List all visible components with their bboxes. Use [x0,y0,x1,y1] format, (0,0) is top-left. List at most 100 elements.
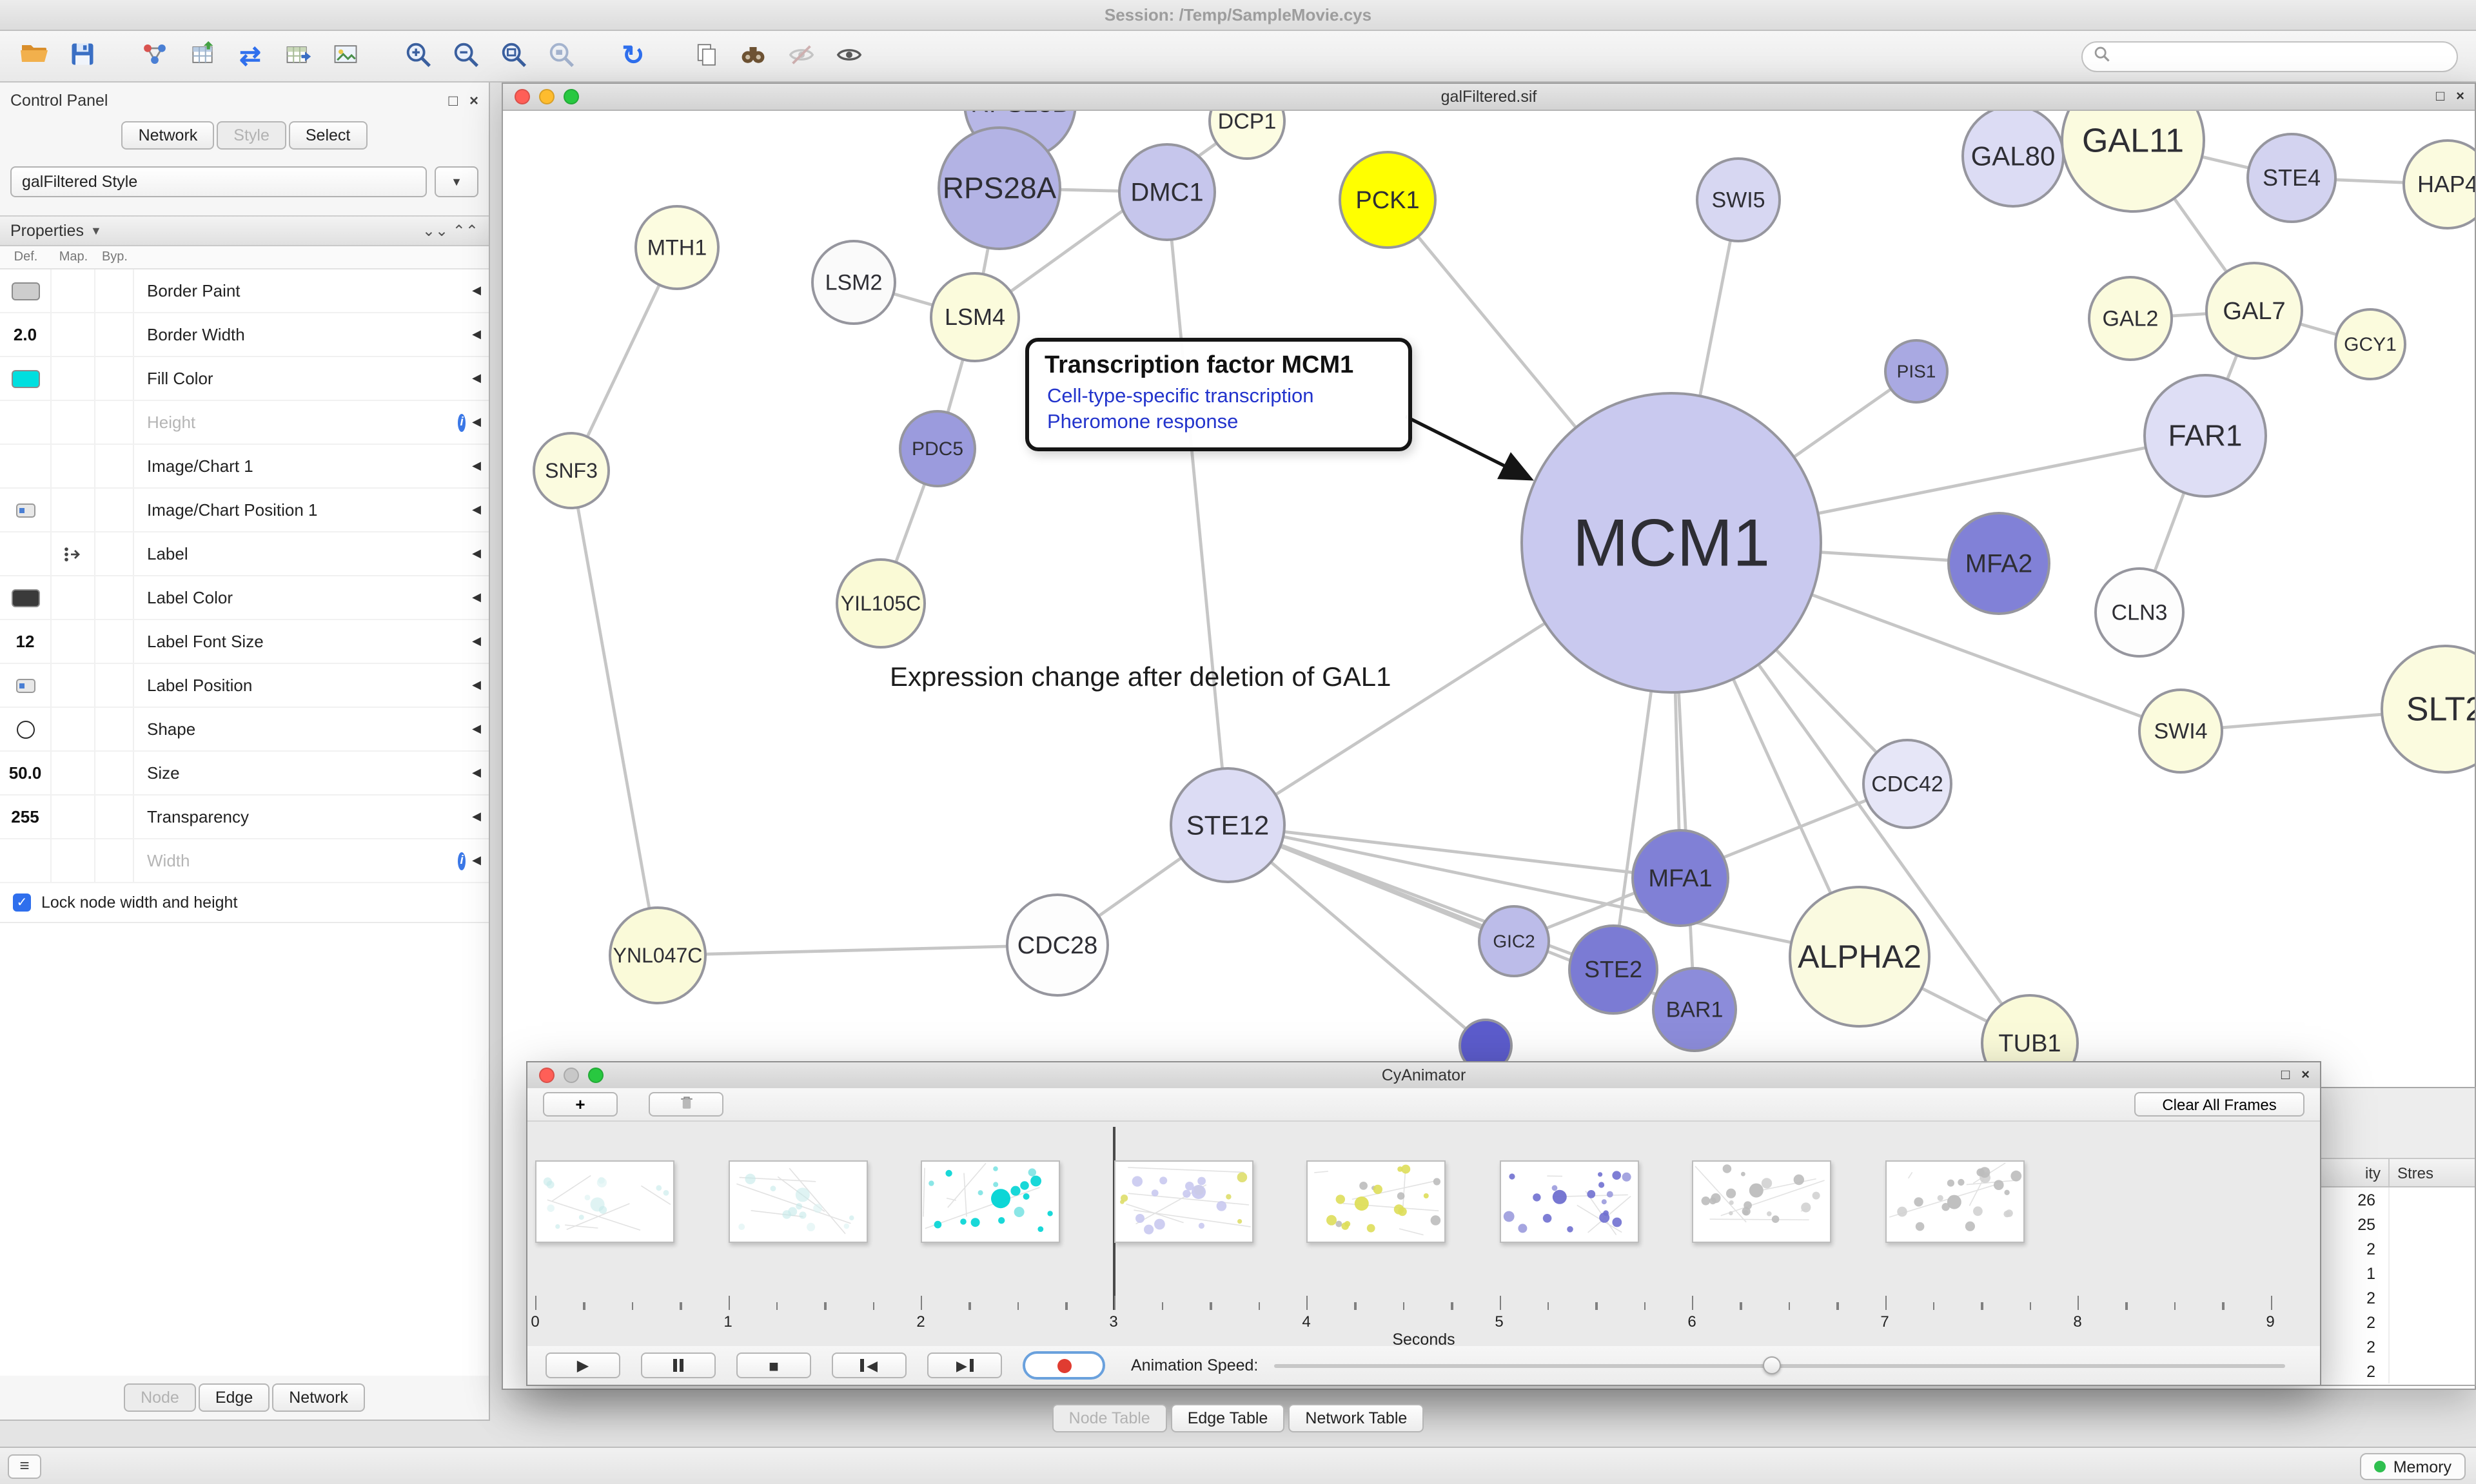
expand-row-icon[interactable]: ◀ [472,371,481,384]
network-window-titlebar[interactable]: galFiltered.sif □ × [503,84,2475,111]
pause-button[interactable] [641,1352,716,1378]
expand-collapse-all-icons[interactable]: ⌄⌄ ⌃⌃ [422,222,478,240]
properties-header[interactable]: Properties ▼ ⌄⌄ ⌃⌃ [0,215,489,246]
network-node-SNF3[interactable] [533,432,610,509]
add-frame-button[interactable]: + [543,1092,618,1117]
copy-annotation-button[interactable] [683,35,727,77]
column-header[interactable]: Stres [2397,1164,2434,1182]
table-tab-edge-table[interactable]: Edge Table [1170,1404,1285,1432]
float-panel-icon[interactable]: □ [448,92,458,110]
network-node-SWI5[interactable] [1696,157,1781,242]
color-swatch[interactable] [11,589,39,607]
swap-network-button[interactable]: ⇄ [228,35,272,77]
network-node-GAL2[interactable] [2088,276,2173,361]
table-row[interactable]: 2 [2315,1285,2475,1310]
network-node-LSM2[interactable] [811,240,896,325]
hide-details-button[interactable] [779,35,823,77]
style-options-button[interactable]: ▼ [435,166,478,197]
record-button[interactable] [1023,1351,1105,1380]
annotation-box[interactable]: Transcription factor MCM1 Cell-type-spec… [1025,338,1412,451]
lock-size-checkbox[interactable]: ✓ [13,893,31,912]
property-row-shape[interactable]: Shape◀ [0,708,489,752]
network-node-BAR1[interactable] [1652,967,1737,1052]
property-row-border-paint[interactable]: Border Paint◀ [0,269,489,313]
table-row[interactable]: 2 [2315,1236,2475,1261]
annotation-link[interactable]: Pheromone response [1047,411,1239,433]
expand-row-icon[interactable]: ◀ [472,810,481,823]
table-row[interactable]: 25 [2315,1212,2475,1236]
play-button[interactable]: ▶ [545,1352,620,1378]
expand-row-icon[interactable]: ◀ [472,327,481,340]
panel-tab-node[interactable]: Node [124,1383,196,1412]
network-node-STE2[interactable] [1568,924,1658,1015]
style-dropdown[interactable]: galFiltered Style [10,166,427,197]
refresh-view-button[interactable]: ↻ [611,35,655,77]
maximize-window-icon[interactable] [588,1068,604,1083]
network-node-HAP4[interactable] [2402,139,2475,229]
network-node-SLT2[interactable] [2381,645,2475,774]
export-table-button[interactable] [276,35,320,77]
network-node-DCP1[interactable] [1208,111,1286,160]
network-node-LSM4[interactable] [930,272,1020,362]
close-window-icon[interactable] [539,1068,555,1083]
network-node-STE4[interactable] [2246,133,2337,223]
frame-thumbnail-4[interactable] [1114,1160,1253,1243]
delete-frame-button[interactable] [649,1092,723,1117]
property-row-label-color[interactable]: Label Color◀ [0,576,489,620]
network-node-MTH1[interactable] [634,205,720,290]
stop-button[interactable]: ■ [736,1352,811,1378]
frame-thumbnail-2[interactable] [728,1160,867,1243]
expand-row-icon[interactable]: ◀ [472,634,481,647]
frame-thumbnail-5[interactable] [1306,1160,1446,1243]
network-node-GCY1[interactable] [2334,308,2406,380]
network-node-PCK1[interactable] [1339,151,1437,249]
property-row-fill-color[interactable]: Fill Color◀ [0,357,489,401]
close-window-icon[interactable] [515,89,530,104]
expand-row-icon[interactable]: ◀ [472,415,481,428]
frame-thumbnail-3[interactable] [921,1160,1060,1243]
tab-select[interactable]: Select [288,121,368,150]
expand-row-icon[interactable]: ◀ [472,722,481,735]
network-node-GAL7[interactable] [2205,262,2303,360]
network-node-YIL105C[interactable] [836,558,926,649]
zoom-out-button[interactable] [444,35,487,77]
zoom-fit-button[interactable] [491,35,535,77]
property-row-label[interactable]: Label◀ [0,532,489,576]
memory-button[interactable]: Memory [2359,1453,2466,1480]
network-node-MFA2[interactable] [1947,512,2050,615]
expand-row-icon[interactable]: ◀ [472,459,481,472]
expand-row-icon[interactable]: ◀ [472,547,481,560]
zoom-selected-button[interactable] [539,35,583,77]
network-node-PDC5[interactable] [899,410,976,487]
share-network-button[interactable] [133,35,177,77]
network-node-GAL11[interactable] [2061,111,2205,213]
expand-row-icon[interactable]: ◀ [472,678,481,691]
close-frame-icon[interactable]: × [2301,1068,2310,1083]
table-tab-node-table[interactable]: Node Table [1052,1404,1167,1432]
maximize-window-icon[interactable] [564,89,579,104]
network-node-CLN3[interactable] [2094,567,2185,658]
frame-thumbnail-7[interactable] [1692,1160,1831,1243]
table-tab-network-table[interactable]: Network Table [1288,1404,1424,1432]
panel-tab-edge[interactable]: Edge [198,1383,270,1412]
color-swatch[interactable] [11,369,39,387]
lock-size-row[interactable]: ✓ Lock node width and height [0,883,489,923]
network-node-CDC42[interactable] [1862,739,1952,829]
minimize-window-icon[interactable] [564,1068,579,1083]
property-row-image-chart-1[interactable]: Image/Chart 1◀ [0,445,489,489]
network-node-SWI4[interactable] [2138,688,2223,774]
open-session-button[interactable] [13,35,57,77]
frame-thumbnail-6[interactable] [1499,1160,1638,1243]
network-node-PIS1[interactable] [1884,339,1949,404]
frame-thumbnail-8[interactable] [1885,1160,2024,1243]
expand-row-icon[interactable]: ◀ [472,503,481,516]
next-frame-button[interactable]: ▶ [927,1352,1002,1378]
panel-tab-network[interactable]: Network [272,1383,365,1412]
table-row[interactable]: 2 [2315,1359,2475,1383]
property-row-label-position[interactable]: Label Position◀ [0,664,489,708]
tab-style[interactable]: Style [217,121,286,150]
